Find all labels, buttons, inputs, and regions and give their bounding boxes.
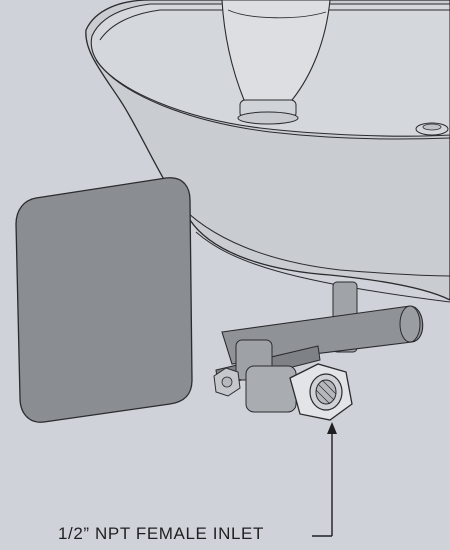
supply-pipe-end bbox=[399, 305, 421, 343]
drain-fitting-inner bbox=[422, 123, 442, 131]
bowl-lower-band bbox=[174, 199, 450, 277]
bowl-base-curve bbox=[195, 231, 450, 303]
callout-arrowhead bbox=[327, 422, 337, 434]
paddle bbox=[15, 177, 193, 423]
spray-head-band bbox=[227, 9, 327, 19]
valve-body bbox=[245, 365, 297, 413]
bowl-inner-lip bbox=[99, 9, 450, 41]
inlet-fitting-thread-lines bbox=[315, 379, 337, 405]
inlet-callout-label: 1/2” NPT FEMALE INLET bbox=[58, 524, 264, 543]
bowl-rim-edge bbox=[95, 59, 450, 140]
spray-head-base bbox=[237, 111, 299, 125]
bolt-center bbox=[221, 376, 233, 388]
